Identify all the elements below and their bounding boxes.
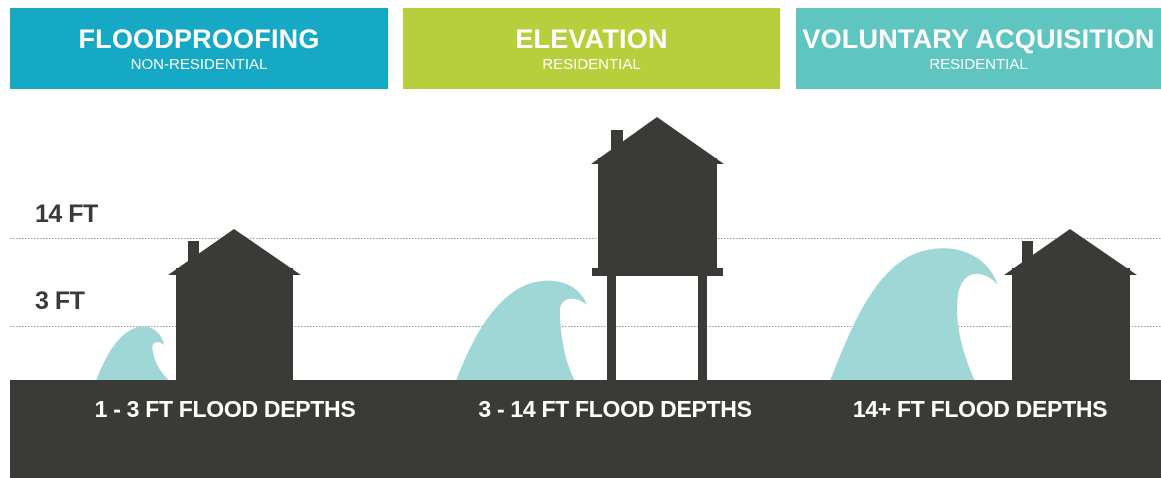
header-subtitle: RESIDENTIAL [929,55,1028,73]
house-icon [168,229,301,382]
wave-icon [830,248,998,381]
header-subtitle: NON-RESIDENTIAL [130,55,268,73]
wave-icon [456,280,587,381]
header-elevation: ELEVATION RESIDENTIAL [403,8,780,89]
header-title: ELEVATION [515,23,668,54]
depth-label-3-14: 3 - 14 FT FLOOD DEPTHS [478,396,752,422]
header-floodproofing: FLOODPROOFING NON-RESIDENTIAL [10,8,388,89]
header-acquisition: VOLUNTARY ACQUISITION RESIDENTIAL [796,8,1161,89]
ground-band [10,380,1161,478]
level-label-3ft: 3 FT [35,287,85,315]
house-icon [1004,229,1137,382]
header-title: FLOODPROOFING [78,23,320,54]
wave-icon [96,326,170,381]
depth-label-1-3: 1 - 3 FT FLOOD DEPTHS [94,396,356,422]
depth-label-14-plus: 14+ FT FLOOD DEPTHS [852,396,1108,422]
header-title: VOLUNTARY ACQUISITION [802,23,1155,54]
elevated-house-icon [591,117,724,382]
header-subtitle: RESIDENTIAL [542,55,641,73]
level-label-14ft: 14 FT [35,200,98,228]
